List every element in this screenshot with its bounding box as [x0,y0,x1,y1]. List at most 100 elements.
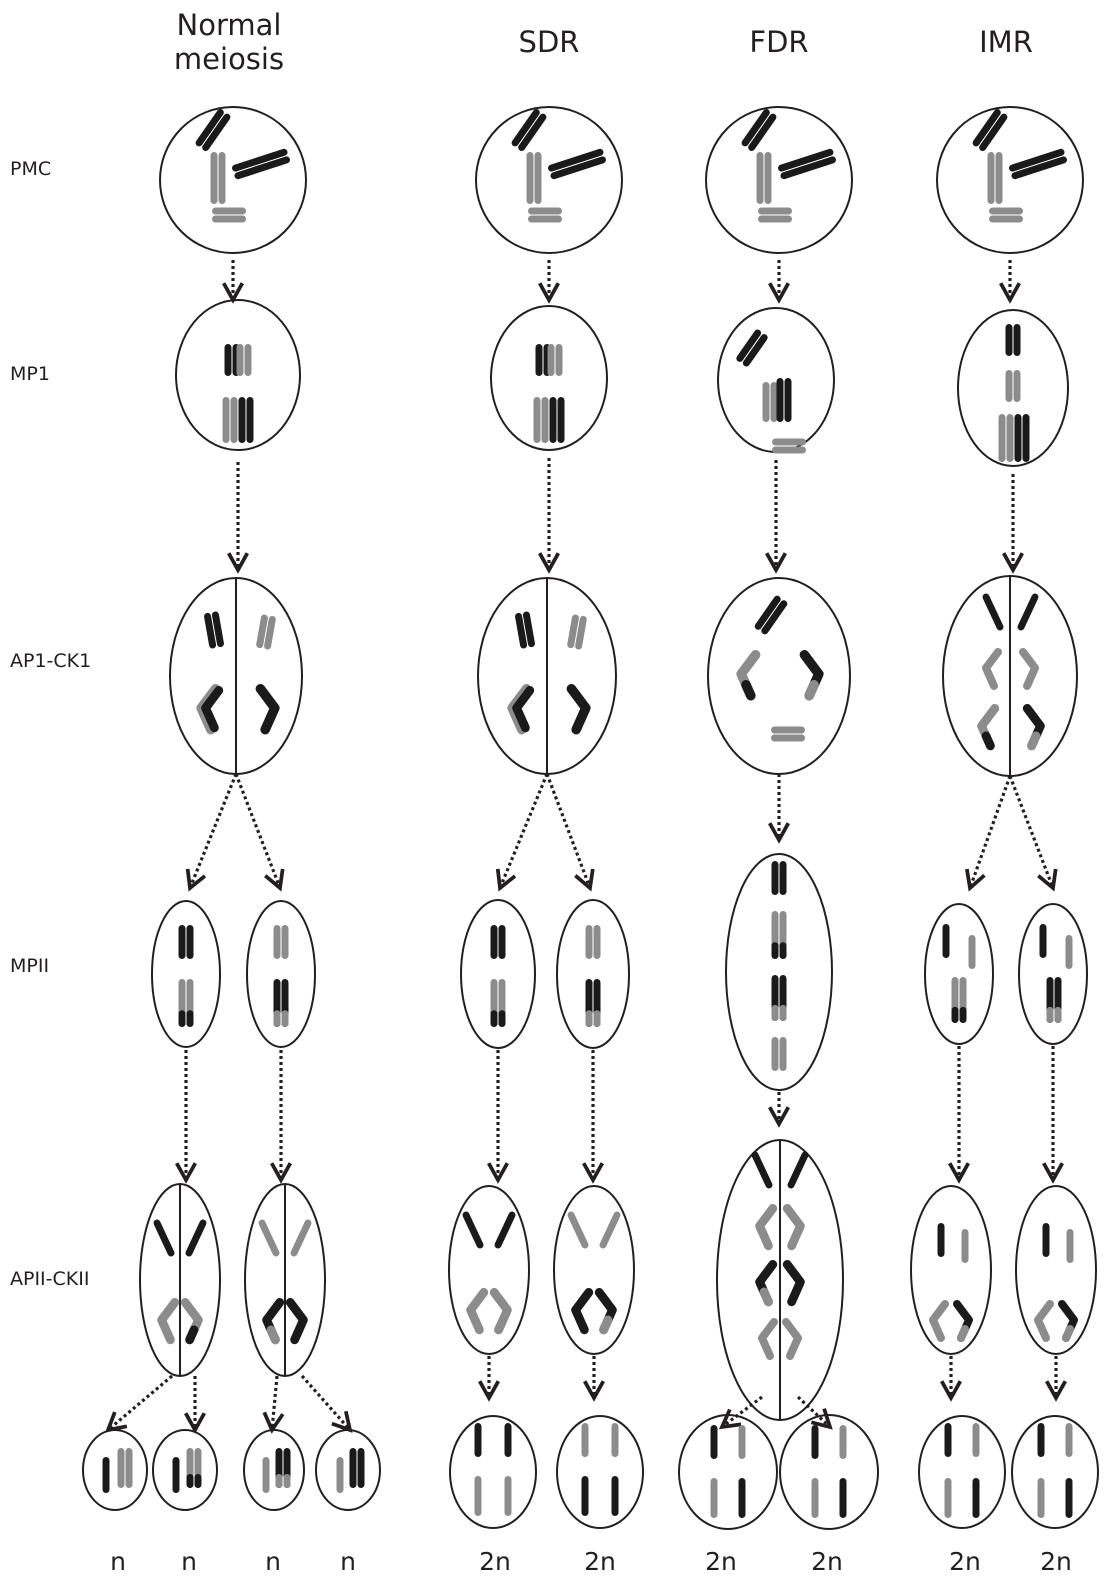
chromatid [581,1476,589,1516]
chromatid [522,611,535,648]
chromatid [944,1423,952,1457]
cell [936,106,1084,254]
column-title-normal: Normal meiosis [174,8,284,76]
chromatid-segment [178,1010,186,1027]
chromatid [535,344,543,376]
chromatid-segment [959,1006,967,1023]
chromatid [942,924,950,958]
dotted-arrow [190,773,238,888]
chromatid [772,446,806,454]
chromatid-segment [957,1325,969,1342]
dotted-arrow [234,773,280,888]
chromatid [738,1425,746,1459]
chromatid [771,726,805,734]
chromatid-segment [741,680,756,701]
chromatid [937,1223,945,1257]
chromosome [117,1448,133,1488]
cell [556,1415,644,1529]
cell [910,1185,992,1355]
chromosome [232,148,290,180]
chromatid [961,1229,969,1263]
chromosome [222,397,238,443]
chromatid [548,148,604,172]
cell [1015,1185,1097,1355]
chromatid-segment [981,731,995,751]
chromatid [741,109,770,147]
chromatid [782,1260,805,1307]
chromatid-segment [1054,1006,1062,1023]
chromatid [754,595,781,630]
cell [779,1414,879,1530]
cell [175,299,301,451]
chromatid [567,614,579,649]
ploidy-label: 2n [705,1547,737,1576]
chromatid [779,1037,787,1071]
chromatid [758,215,792,223]
chromosome [204,611,224,649]
chromatid [566,684,591,735]
chromatid-segment [779,1004,787,1021]
dotted-arrow [545,773,590,888]
chromatid [212,215,246,223]
chromosome [490,979,506,1027]
chromatid [581,1423,589,1457]
cell [957,309,1069,467]
chromatid [230,397,238,443]
chromatid-segment [275,1474,283,1488]
chromatid-segment [494,1315,508,1335]
chromatid [238,397,246,443]
chromatid [511,109,540,147]
chromatid-segment [281,1010,289,1027]
chromatid [989,207,1023,215]
cell [717,307,835,453]
chromatid [204,612,217,649]
chromatid [1022,414,1030,462]
chromosome [256,614,276,650]
chromatid-segment [771,1004,779,1021]
chromosome [758,207,792,223]
chromatid [782,1204,805,1251]
chromatid [710,1478,718,1518]
chromatid [982,593,1004,631]
chromatid-segment [266,1325,280,1345]
chromatid [1037,1423,1045,1457]
chromatid [1006,414,1014,462]
chromatid [547,344,555,376]
chromosome [511,109,547,151]
dotted-arrow [796,1395,830,1427]
chromatid-segment [1062,1325,1074,1342]
chromatid [185,1219,207,1257]
chromatid-segment [1046,1006,1054,1023]
chromatid [504,1476,512,1516]
chromatid [742,334,768,367]
dotted-arrow [970,775,1012,888]
chromatid [125,1448,133,1488]
chromatid [1011,156,1067,180]
chromatid [944,1478,952,1518]
chromatid [972,109,1001,147]
cell [490,305,608,451]
chromatid [244,344,252,376]
chromatid-segment [585,1010,593,1027]
chromosome-layer [102,109,1078,1518]
chromatid [968,935,976,969]
chromatid [256,614,268,649]
chromatid [211,611,224,648]
cell [315,1429,381,1511]
chromatid-segment [273,1010,281,1027]
chromatid [178,925,186,959]
chromatid-segment [779,942,787,959]
chromatid-segment [771,942,779,959]
chromatid [172,1457,180,1493]
cell [246,900,316,1048]
chromatid [567,1211,589,1249]
chromosome [273,979,289,1027]
cell [159,106,307,254]
chromatid [982,648,1002,690]
ploidy-label: n [110,1547,126,1576]
chromatid [234,156,290,180]
chromatid [534,152,542,204]
cell [924,903,994,1045]
chromosome [515,611,535,649]
